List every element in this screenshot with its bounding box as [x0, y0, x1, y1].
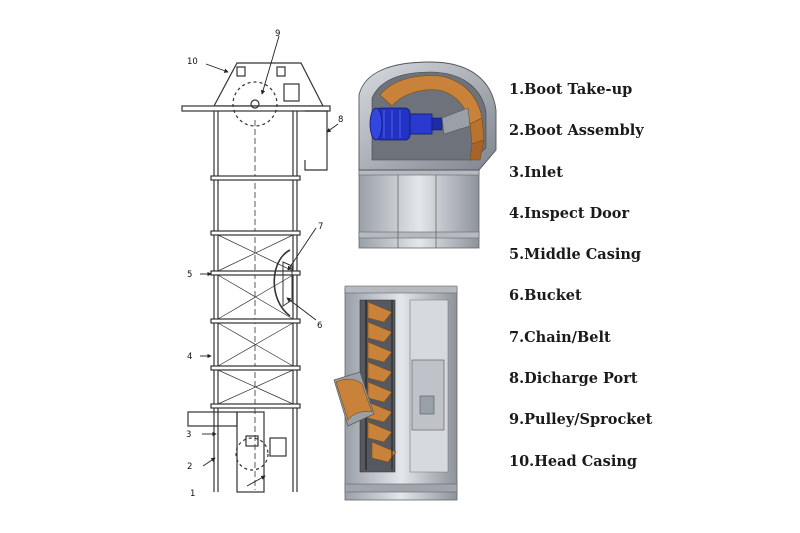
legend-item-discharge-port: 8.Dicharge Port — [509, 370, 638, 388]
middle-casing-bracing — [217, 234, 294, 405]
flange — [210, 230, 301, 236]
legend-item-boot-take-up: 1.Boot Take-up — [509, 81, 633, 98]
callout-number: 2 — [187, 462, 192, 472]
head-pulley-outline — [232, 81, 278, 127]
bucket-outline — [282, 261, 293, 307]
callout-number: 8 — [338, 115, 343, 125]
bucket-chain — [367, 301, 397, 463]
legend-item-bucket: 6.Bucket — [509, 287, 582, 305]
parts-legend: 1.Boot Take-up 2.Boot Assembly 3.Inlet 4… — [509, 78, 652, 491]
chain-belt-path — [273, 249, 291, 317]
callout-number: 4 — [187, 352, 192, 362]
inlet-chute — [187, 411, 238, 427]
flange — [210, 403, 301, 409]
flange — [210, 318, 301, 324]
callout-number: 10 — [187, 57, 198, 67]
callout-labels — [200, 35, 339, 487]
discharge-port-outline — [304, 110, 328, 171]
legend-item-boot-assembly: 2.Boot Assembly — [509, 122, 644, 140]
head-pulley-hub — [250, 99, 260, 109]
legend-item-middle-casing: 5.Middle Casing — [509, 246, 642, 264]
flange — [210, 365, 301, 371]
head-window-left — [236, 66, 246, 77]
drive-motor — [369, 107, 443, 141]
elevator-technical-drawing — [181, 62, 331, 493]
legend-item-head-casing: 10.Head Casing — [509, 452, 638, 470]
callout-number: 5 — [187, 270, 192, 280]
legend-item-inlet: 3.Inlet — [509, 163, 563, 181]
callout-numbers: 1 2 3 4 5 6 7 8 9 10 — [186, 29, 343, 499]
callout-number: 7 — [318, 222, 323, 232]
boot-pulley-outline — [235, 437, 269, 471]
legend-item-inspect-door: 4.Inspect Door — [509, 204, 630, 222]
boot-inspection-box — [269, 437, 287, 457]
callout-number: 6 — [317, 321, 322, 331]
legend-item-pulley-sprocket: 9.Pulley/Sprocket — [509, 411, 653, 429]
boot-take-up-box — [245, 435, 259, 447]
head-inspection-box — [283, 83, 300, 102]
callout-number: 1 — [190, 489, 195, 499]
head-top-plate — [181, 105, 331, 112]
flange — [210, 175, 301, 181]
callout-number: 9 — [275, 29, 280, 39]
boot-section-cutaway — [333, 285, 458, 501]
head-window-right — [276, 66, 286, 77]
head-section-cutaway — [358, 61, 497, 249]
boot-assembly-outline — [236, 411, 265, 493]
callout-number: 3 — [186, 430, 191, 440]
legend-item-chain-belt: 7.Chain/Belt — [509, 328, 611, 346]
